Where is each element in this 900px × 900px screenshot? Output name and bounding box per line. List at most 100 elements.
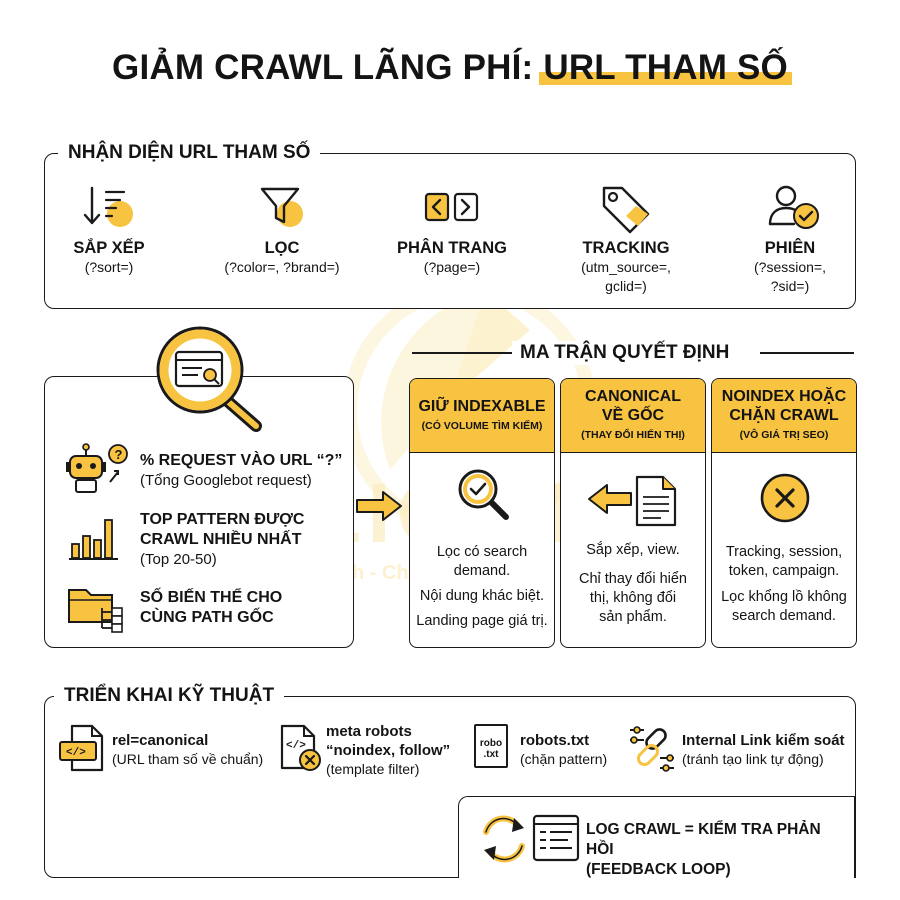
- metric-top-pattern-title2: CRAWL NHIỀU NHẤT: [140, 531, 302, 548]
- matrix-col-canonical-title: CANONICAL: [585, 388, 681, 405]
- param-filter-sub: (?color=, ?brand=): [224, 259, 340, 275]
- matrix-col-noindex-body: Tracking, session, token, campaign. Lọc …: [712, 543, 856, 626]
- metric-variants-title: SỐ BIẾN THỂ CHO: [140, 589, 283, 606]
- metric-variants: SỐ BIẾN THỂ CHO CÙNG PATH GỐC: [140, 588, 350, 628]
- feedback-panel-edge-fix: [854, 796, 856, 878]
- metric-variants-title2: CÙNG PATH GỐC: [140, 609, 274, 626]
- sort-icon: [83, 186, 133, 227]
- matrix-col-noindex-header: NOINDEX HOẶC CHẶN CRAWL (VÔ GIÁ TRỊ SEO): [712, 379, 856, 453]
- matrix-col-keep-line2: demand.: [453, 563, 511, 579]
- matrix-heading-line-left: [412, 352, 512, 354]
- matrix-col-keep-line4: Landing page giá trị.: [416, 613, 548, 629]
- matrix-col-noindex-title: NOINDEX HOẶC: [721, 388, 847, 405]
- impl-internal-link: Internal Link kiểm soát (tránh tạo link …: [682, 731, 854, 769]
- metric-top-pattern-title: TOP PATTERN ĐƯỢC: [140, 511, 305, 528]
- matrix-col-canonical-body: Sắp xếp, view. Chỉ thay đổi hiển thị, kh…: [561, 541, 705, 627]
- metric-requests-sub: (Tổng Googlebot request): [140, 472, 312, 489]
- impl-robots-txt: robots.txt (chặn pattern): [520, 731, 630, 769]
- matrix-col-canonical-line4: sản phẩm.: [599, 609, 667, 625]
- matrix-col-keep-header: GIỮ INDEXABLE (CÓ VOLUME TÌM KIẾM): [410, 379, 554, 453]
- block-x-icon: [760, 473, 810, 523]
- user-check-icon: [768, 185, 819, 229]
- impl-meta-robots-title2: “noindex, follow”: [326, 742, 451, 759]
- identify-heading: NHẬN DIỆN URL THAM SỐ: [58, 141, 321, 165]
- param-tracking-title: TRACKING: [582, 239, 670, 257]
- robots-icon-label-2: .txt: [483, 749, 499, 760]
- svg-text:</>: </>: [66, 747, 86, 759]
- matrix-col-keep-body: Lọc có search demand. Nội dung khác biệt…: [410, 543, 554, 631]
- matrix-col-canonical-title2: VỀ GỐC: [601, 407, 665, 424]
- title-main: GIẢM CRAWL LÃNG PHÍ:: [112, 48, 544, 87]
- matrix-col-canonical-line2: Chỉ thay đổi hiển: [578, 571, 687, 587]
- svg-text:</>: </>: [286, 740, 306, 752]
- param-tracking-sub1: (utm_source=,: [581, 259, 671, 275]
- impl-internal-link-sub: (tránh tạo link tự động): [682, 751, 824, 767]
- matrix-col-noindex-line2: token, campaign.: [728, 563, 840, 579]
- metric-requests-title: % REQUEST VÀO URL “?”: [140, 452, 343, 469]
- matrix-col-canonical-line3: thị, không đổi: [589, 590, 677, 606]
- impl-meta-robots-sub: (template filter): [326, 761, 420, 777]
- pagination-icon: [424, 192, 479, 222]
- magnifier-check-icon: [458, 469, 509, 520]
- impl-internal-link-title: Internal Link kiểm soát: [682, 732, 845, 749]
- matrix-col-canonical-header: CANONICAL VỀ GỐC (THAY ĐỔI HIỂN THỊ): [561, 379, 705, 453]
- feedback-panel: [458, 796, 856, 878]
- param-pagination-sub: (?page=): [423, 259, 481, 275]
- impl-meta-robots: meta robots “noindex, follow” (template …: [326, 722, 476, 779]
- feedback-text: LOG CRAWL = KIỂM TRA PHẢN HỒI (FEEDBACK …: [586, 820, 852, 880]
- metric-top-pattern: TOP PATTERN ĐƯỢC CRAWL NHIỀU NHẤT (Top 2…: [140, 510, 350, 570]
- svg-text:?: ?: [115, 447, 123, 462]
- matrix-col-noindex-line3: Lọc khổng lồ không: [721, 589, 847, 605]
- impl-canonical-title: rel=canonical: [112, 732, 209, 749]
- right-arrow-icon: [356, 491, 402, 521]
- feedback-line2: (FEEDBACK LOOP): [586, 861, 731, 878]
- magnifier-screen-icon: [156, 326, 262, 432]
- folder-tree-icon: [68, 589, 123, 633]
- tag-icon: [602, 186, 650, 234]
- matrix-col-noindex-title2: CHẶN CRAWL: [729, 407, 839, 424]
- metric-top-pattern-sub: (Top 20-50): [140, 551, 217, 568]
- page-title: GIẢM CRAWL LÃNG PHÍ: URL THAM SỐ: [0, 48, 900, 88]
- code-file-x-icon: </>: [280, 724, 321, 771]
- matrix-heading: MA TRẬN QUYẾT ĐỊNH: [512, 341, 738, 365]
- param-session-sub2: ?sid=): [770, 278, 810, 294]
- matrix-col-keep: GIỮ INDEXABLE (CÓ VOLUME TÌM KIẾM) Lọc c…: [409, 378, 555, 648]
- impl-canonical: rel=canonical (URL tham số về chuẩn): [112, 731, 277, 769]
- title-highlight: URL THAM SỐ: [539, 48, 792, 87]
- matrix-col-noindex-line4: search demand.: [732, 608, 836, 624]
- param-session-sub1: (?session=,: [754, 259, 826, 275]
- matrix-col-keep-title: GIỮ INDEXABLE: [418, 398, 546, 415]
- matrix-col-canonical-subtitle: (THAY ĐỔI HIỂN THỊ): [581, 429, 685, 441]
- bar-chart-icon: [69, 519, 118, 560]
- param-filter-title: LỌC: [264, 239, 300, 257]
- matrix-col-keep-subtitle: (CÓ VOLUME TÌM KIẾM): [421, 420, 543, 432]
- impl-canonical-sub: (URL tham số về chuẩn): [112, 751, 264, 767]
- arrow-document-icon: [588, 475, 677, 527]
- robots-txt-icon: robo .txt: [474, 724, 508, 768]
- impl-robots-txt-sub: (chặn pattern): [520, 751, 608, 767]
- param-sort: SẮP XẾP (?sort=): [34, 238, 184, 277]
- matrix-col-noindex-line1: Tracking, session,: [725, 544, 843, 560]
- matrix-col-noindex-subtitle: (VÔ GIÁ TRỊ SEO): [739, 429, 829, 441]
- matrix-col-keep-line1: Lọc có search: [436, 544, 528, 560]
- param-tracking: TRACKING (utm_source=, gclid=): [551, 238, 701, 296]
- identify-box: [44, 153, 856, 309]
- impl-meta-robots-title: meta robots: [326, 723, 412, 740]
- code-file-icon: </>: [59, 724, 104, 772]
- metric-requests: % REQUEST VÀO URL “?” (Tổng Googlebot re…: [140, 451, 350, 491]
- impl-robots-txt-title: robots.txt: [520, 732, 590, 749]
- log-refresh-icon: [483, 814, 580, 863]
- robots-icon-label-1: robo: [479, 738, 503, 749]
- param-session-title: PHIÊN: [764, 239, 816, 257]
- filter-funnel-icon: [260, 187, 303, 227]
- param-filter: LỌC (?color=, ?brand=): [202, 238, 362, 277]
- feedback-line1: LOG CRAWL = KIỂM TRA PHẢN HỒI: [586, 821, 821, 858]
- param-tracking-sub2: gclid=): [605, 278, 647, 294]
- matrix-col-noindex: NOINDEX HOẶC CHẶN CRAWL (VÔ GIÁ TRỊ SEO)…: [711, 378, 857, 648]
- matrix-col-keep-line3: Nội dung khác biệt.: [419, 588, 545, 604]
- param-pagination-title: PHÂN TRANG: [397, 239, 507, 257]
- param-sort-sub: (?sort=): [84, 259, 134, 275]
- param-sort-title: SẮP XẾP: [73, 239, 145, 257]
- matrix-col-canonical-line1: Sắp xếp, view.: [586, 542, 680, 558]
- param-session: PHIÊN (?session=, ?sid=): [715, 238, 865, 296]
